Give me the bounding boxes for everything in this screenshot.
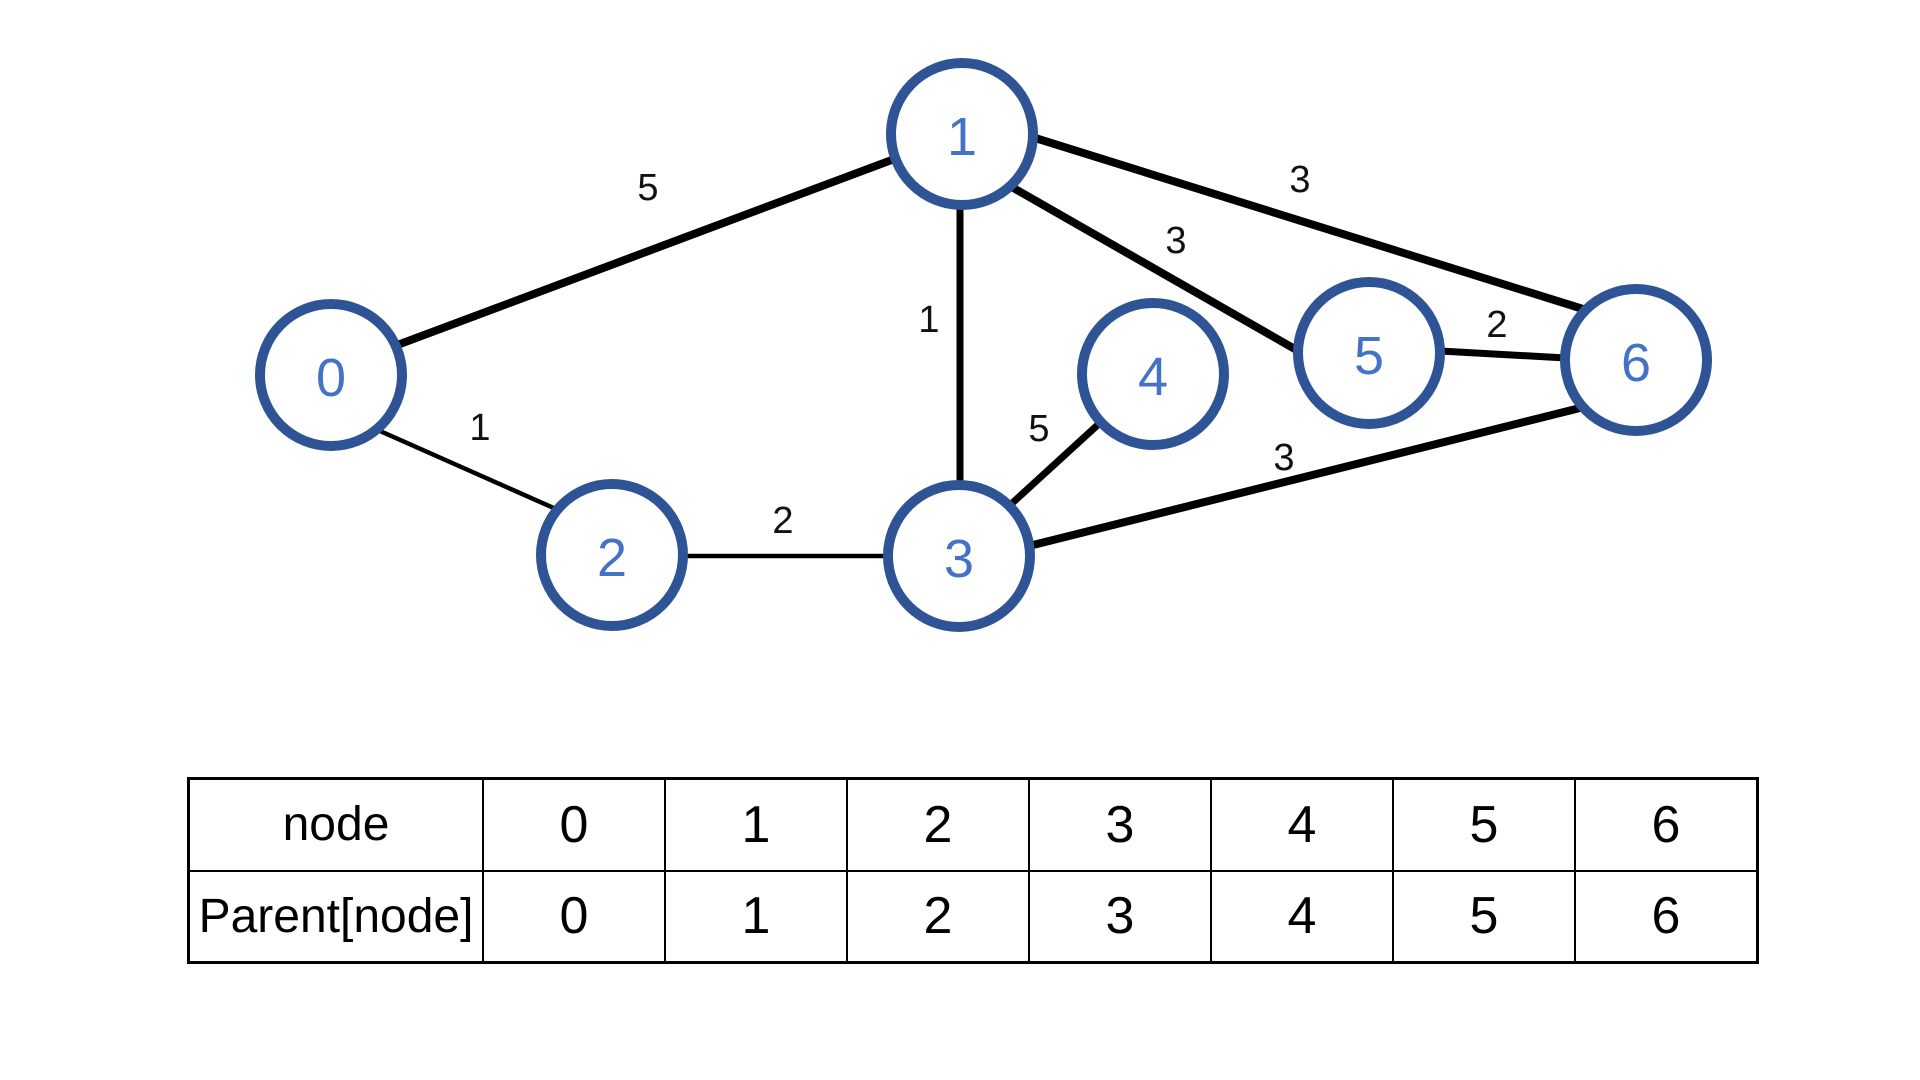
graph-node-6 xyxy=(1560,284,1712,436)
edge-weight-3-6: 3 xyxy=(1273,437,1294,479)
table-cell-r1-c2: 2 xyxy=(846,869,1030,964)
edge-weight-1-3: 1 xyxy=(918,299,939,341)
graph-node-1 xyxy=(886,58,1038,210)
edge-5-6 xyxy=(1436,347,1570,362)
graph-node-label-3: 3 xyxy=(944,529,974,589)
edge-weight-2-3: 2 xyxy=(772,500,793,542)
edge-weight-3-4: 5 xyxy=(1028,408,1049,450)
table-cell-r0-c2: 2 xyxy=(846,777,1030,872)
edge-weight-1-5: 3 xyxy=(1165,220,1186,262)
table-cell-r1-c1: 1 xyxy=(664,869,848,964)
edge-3-4 xyxy=(1004,417,1106,511)
table-cell-r1-c4: 4 xyxy=(1210,869,1394,964)
graph-node-0 xyxy=(255,299,407,451)
graph-node-4 xyxy=(1077,298,1229,450)
edge-weight-0-1: 5 xyxy=(637,167,658,209)
table-cell-r0-c0: 0 xyxy=(482,777,666,872)
edge-weight-5-6: 2 xyxy=(1486,304,1507,346)
table-cell-r0-c1: 1 xyxy=(664,777,848,872)
graph-node-label-5: 5 xyxy=(1354,326,1384,386)
graph-node-2 xyxy=(536,479,688,631)
graph-node-label-0: 0 xyxy=(316,348,346,408)
edge-1-6 xyxy=(1028,133,1587,313)
table-cell-r0-c4: 4 xyxy=(1210,777,1394,872)
table-cell-r0-c6: 6 xyxy=(1574,777,1759,872)
graph-node-label-4: 4 xyxy=(1138,347,1168,407)
edge-0-2 xyxy=(377,428,559,512)
table-cell-r1-c5: 5 xyxy=(1392,869,1576,964)
table-cell-r1-c3: 3 xyxy=(1028,869,1212,964)
table-cell-r0-c5: 5 xyxy=(1392,777,1576,872)
edge-weight-0-2: 1 xyxy=(469,407,490,449)
table-row-label: node xyxy=(187,777,484,872)
graph-node-label-1: 1 xyxy=(947,107,977,167)
table-cell-r1-c0: 0 xyxy=(482,869,666,964)
graph-node-label-2: 2 xyxy=(597,528,627,588)
graph-node-label-6: 6 xyxy=(1621,333,1651,393)
edge-weight-1-6: 3 xyxy=(1289,159,1310,201)
table-cell-r1-c6: 6 xyxy=(1574,869,1759,964)
table-row-label: Parent[node] xyxy=(187,869,484,964)
edge-3-6 xyxy=(1025,402,1592,550)
graph-node-3 xyxy=(883,480,1035,632)
edge-1-5 xyxy=(1006,182,1304,356)
table-cell-r0-c3: 3 xyxy=(1028,777,1212,872)
graph-node-5 xyxy=(1293,277,1445,429)
edge-0-1 xyxy=(388,154,901,351)
